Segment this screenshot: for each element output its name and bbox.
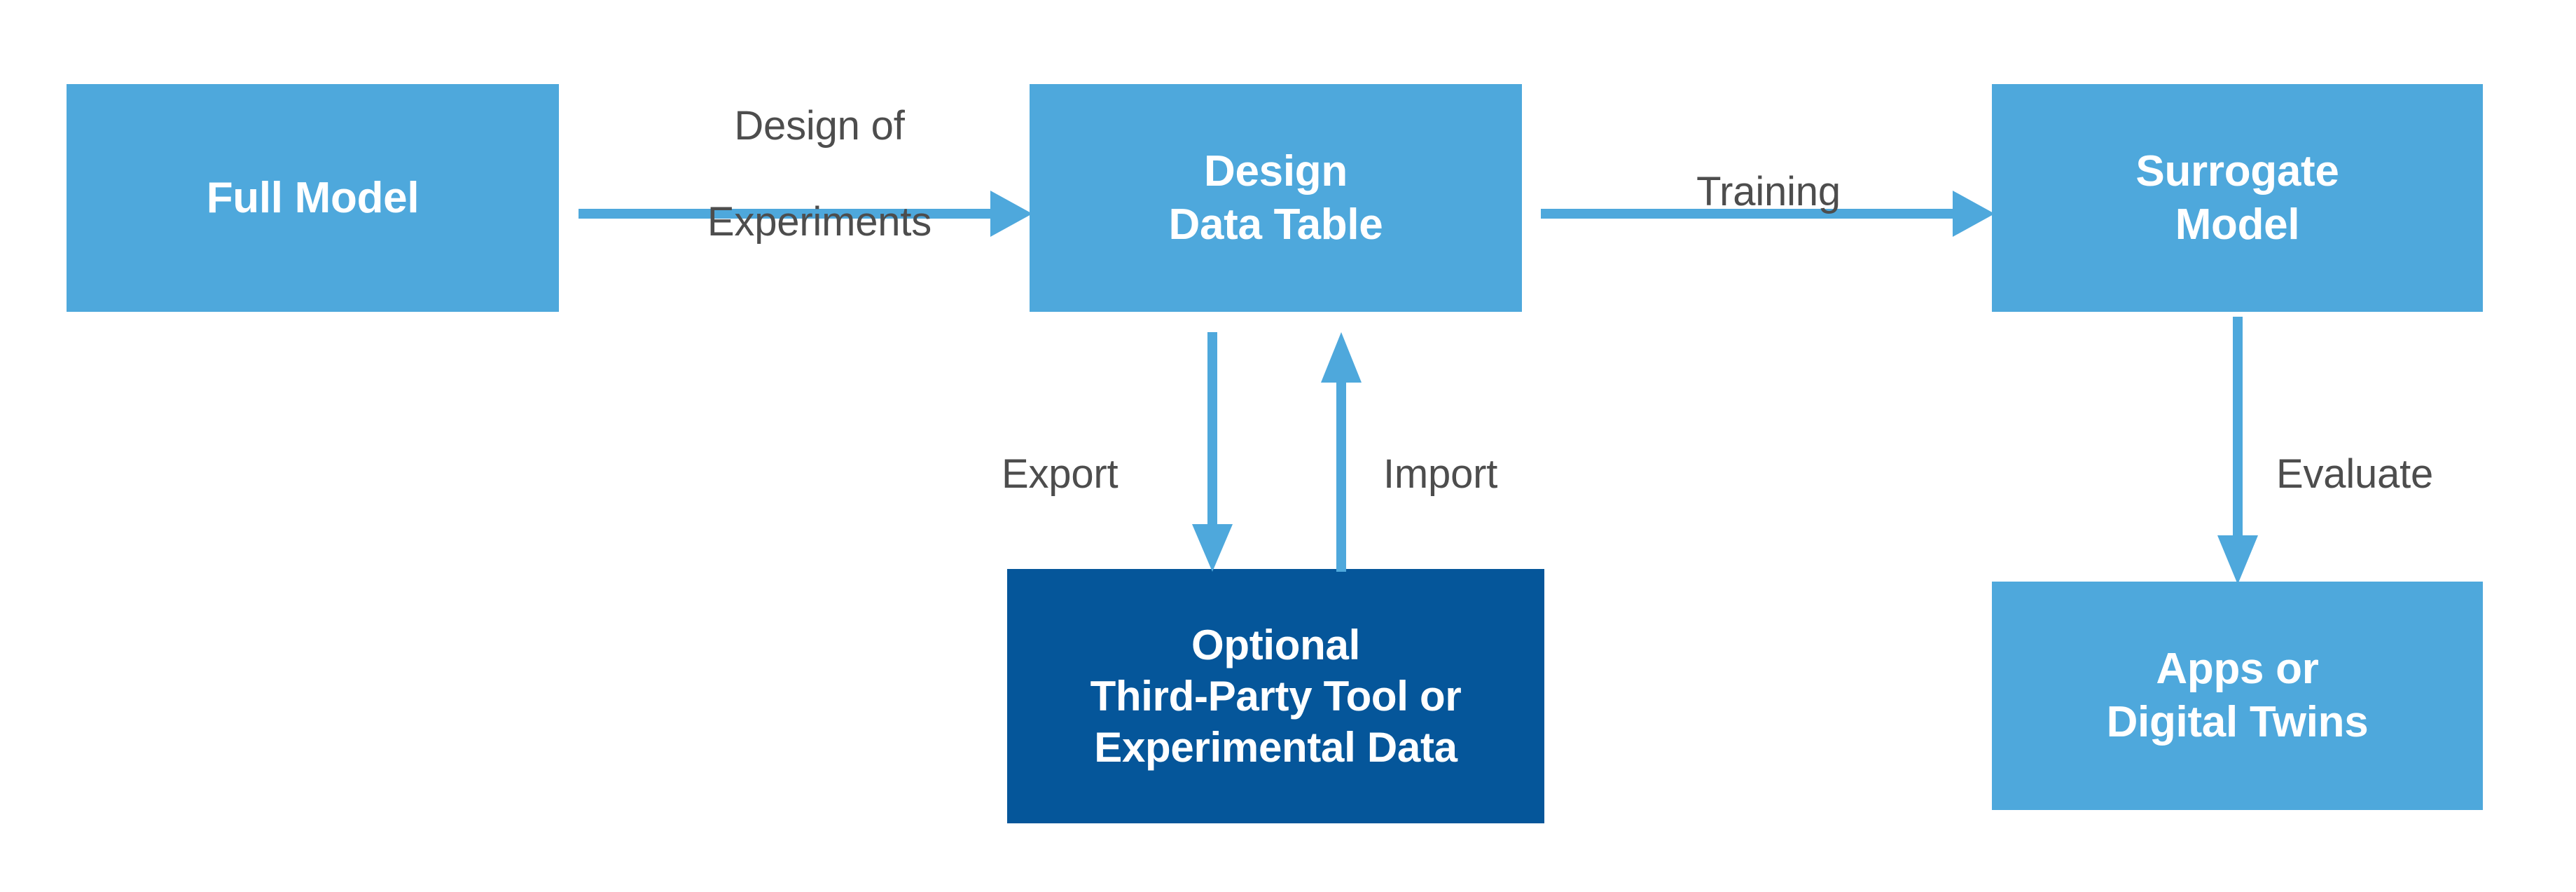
node-apps-or-digital-twins-line2: Digital Twins xyxy=(2106,698,2369,746)
node-full-model-text: Full Model xyxy=(207,172,420,225)
node-apps-or-digital-twins[interactable]: Apps or Digital Twins xyxy=(1992,582,2483,810)
arrow-right-icon-training xyxy=(1541,191,1995,237)
edge-label-evaluate: Evaluate xyxy=(2276,403,2507,499)
arrow-down-icon-export xyxy=(1192,332,1233,572)
node-optional-third-party-tool[interactable]: Optional Third-Party Tool or Experimenta… xyxy=(1007,569,1544,823)
node-design-data-table-line2: Data Table xyxy=(1168,200,1383,249)
node-surrogate-model-line2: Model xyxy=(2175,200,2300,249)
node-surrogate-model-line1: Surrogate xyxy=(2135,146,2339,195)
arrow-right-icon-design-of-experiments xyxy=(579,191,1032,237)
node-apps-or-digital-twins-line1: Apps or xyxy=(2156,645,2319,694)
node-design-data-table-line1: Design xyxy=(1204,146,1348,195)
edge-label-training-line1: Training xyxy=(1696,169,1841,215)
node-design-data-table[interactable]: Design Data Table xyxy=(1030,84,1522,312)
node-full-model[interactable]: Full Model xyxy=(67,84,559,312)
node-optional-third-party-tool-line2: Third-Party Tool or xyxy=(1090,672,1462,720)
edge-label-import-line1: Import xyxy=(1383,451,1498,498)
edge-label-import: Import xyxy=(1383,403,1579,499)
node-surrogate-model-text: Surrogate Model xyxy=(2135,145,2339,251)
edge-label-design-of-experiments: Design of Experiments xyxy=(672,55,967,247)
edge-label-export-line1: Export xyxy=(1002,451,1119,498)
arrow-down-icon-evaluate xyxy=(2217,317,2258,584)
node-apps-or-digital-twins-text: Apps or Digital Twins xyxy=(2107,643,2369,748)
node-full-model-line1: Full Model xyxy=(206,173,420,222)
node-surrogate-model[interactable]: Surrogate Model xyxy=(1992,84,2483,312)
edge-label-training: Training xyxy=(1649,121,1888,217)
node-optional-third-party-tool-line1: Optional xyxy=(1191,621,1360,668)
node-optional-third-party-tool-text: Optional Third-Party Tool or Experimenta… xyxy=(1090,619,1462,774)
edge-label-evaluate-line1: Evaluate xyxy=(2276,451,2434,498)
edge-label-export: Export xyxy=(1002,403,1177,499)
edge-label-design-of-experiments-line1: Design of xyxy=(734,103,905,149)
node-design-data-table-text: Design Data Table xyxy=(1169,145,1383,251)
arrow-up-icon-import xyxy=(1321,332,1362,572)
edge-label-design-of-experiments-line2: Experiments xyxy=(707,199,932,245)
node-optional-third-party-tool-line3: Experimental Data xyxy=(1094,724,1457,771)
